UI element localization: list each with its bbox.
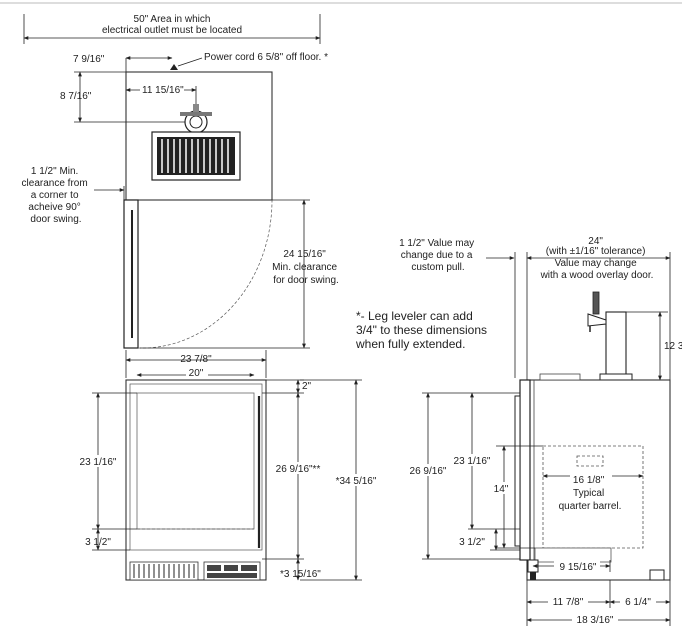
- front-leveler: [530, 572, 536, 580]
- label-backdrop: [330, 474, 382, 486]
- tap-offset-label: 11 15/16": [142, 85, 184, 96]
- tap-fitting-inner: [189, 115, 203, 129]
- door-frame: [129, 383, 263, 551]
- depth-note: 24" (with ±1/16" tolerance) Value may ch…: [540, 236, 654, 281]
- pull-note: 1 1/2" Value may change due to a custom …: [399, 238, 477, 273]
- tap-mount: [180, 112, 212, 116]
- grille-panel: [207, 573, 257, 578]
- power-cord-leader: [177, 57, 203, 67]
- grille-panel: [207, 565, 221, 571]
- door-swing-label: 24 15/16" Min. clearance for door swing.: [272, 249, 340, 286]
- top-gap-label: 2": [302, 381, 312, 392]
- label-backdrop: [76, 455, 120, 467]
- label-backdrop: [620, 596, 656, 607]
- front-view: 23 7/8" 20" 23 1/16": [76, 350, 382, 581]
- label-backdrop: [186, 367, 208, 377]
- outer-width-label: 23 7/8": [180, 354, 212, 365]
- side-door-height-label: 26 9/16": [410, 466, 447, 477]
- keg-coupler: [576, 455, 604, 467]
- glass-panel: [136, 392, 255, 530]
- side-interior-height-label: 23 1/16": [454, 456, 491, 467]
- left-grille-slots: [133, 564, 195, 578]
- tap-handle-icon: [592, 291, 600, 315]
- foot-offset-label: 9 15/16": [560, 562, 597, 573]
- depth-total-label: 18 3/16": [577, 615, 614, 626]
- grille-panel: [241, 565, 257, 571]
- label-backdrop: [274, 462, 324, 474]
- faucet-icon: [587, 313, 607, 327]
- top-view: 50" Area in which electrical outlet must…: [22, 14, 340, 349]
- tap-handle: [193, 104, 199, 112]
- drip-tray-slots: [161, 139, 229, 173]
- corner-clearance-label: 1 1/2" Min. clearance from a corner to a…: [22, 166, 91, 225]
- tower-base: [599, 373, 633, 381]
- outlet-area-label: 50" Area in which: [134, 14, 211, 25]
- grille-panel: [224, 565, 238, 571]
- rear-foot: [649, 569, 665, 581]
- side-door-handle: [514, 395, 521, 547]
- side-offset-label: 7 9/16": [73, 54, 105, 65]
- beer-tower: [605, 311, 627, 381]
- outlet-area-label-2: electrical outlet must be located: [102, 25, 242, 36]
- interior-height-label: 23 1/16": [80, 457, 117, 468]
- leveler-note-text: *- Leg leveler can add 3/4" to these dim…: [355, 309, 490, 351]
- label-backdrop: [572, 614, 618, 625]
- barrel-label: 16 1/8" Typical quarter barrel.: [559, 475, 622, 512]
- leveler-note: *- Leg leveler can add 3/4" to these dim…: [355, 309, 490, 351]
- bottom-gap-label: 3 1/2": [85, 537, 111, 548]
- label-backdrop: [140, 84, 184, 96]
- grille-height-label: *3 15/16": [280, 569, 321, 580]
- depth-rear-label: 6 1/4": [625, 597, 651, 608]
- label-backdrop: [490, 482, 514, 494]
- tower-height-label: 12 3/4": [664, 341, 682, 352]
- overall-height-label: *34 5/16": [336, 476, 377, 487]
- power-cord-label: Power cord 6 5/8" off floor. *: [204, 52, 328, 63]
- keg-base: [534, 547, 612, 563]
- label-backdrop: [548, 596, 588, 607]
- depth-front-label: 11 7/8": [553, 597, 584, 608]
- power-cord-marker: [170, 64, 178, 70]
- door-height-label: 26 9/16"**: [276, 464, 321, 475]
- drip-tray-side: [539, 373, 581, 381]
- side-view: 1 1/2" Value may change due to a custom …: [399, 236, 682, 626]
- barrel-height-label: 14": [494, 484, 509, 495]
- side-door: [519, 379, 531, 561]
- tap-depth-label: 8 7/16": [60, 91, 92, 102]
- label-backdrop: [450, 454, 494, 466]
- label-backdrop: [554, 561, 600, 572]
- inner-width-label: 20": [189, 368, 204, 379]
- side-bottom-gap-label: 3 1/2": [459, 537, 485, 548]
- door-swing-arc: [137, 199, 273, 349]
- label-backdrop: [404, 464, 452, 476]
